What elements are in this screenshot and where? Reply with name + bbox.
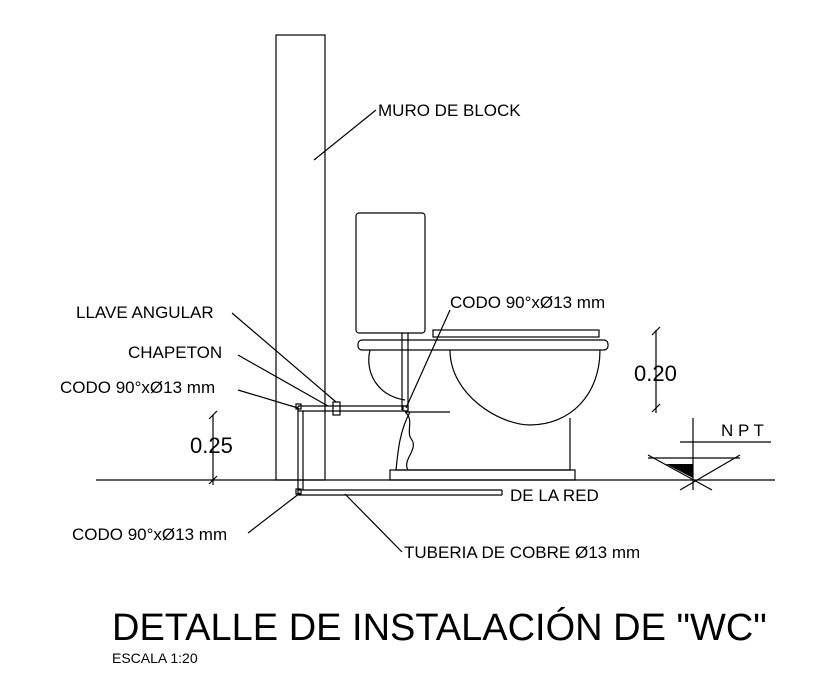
npt-marker-fill (666, 464, 693, 478)
toilet-base (389, 469, 576, 481)
toilet-tank (355, 212, 426, 334)
valve-label: LLAVE ANGULAR (76, 303, 214, 322)
toilet-bowl (449, 349, 601, 426)
pipe-leader (344, 493, 403, 553)
wall-leader (313, 109, 377, 161)
npt-label: N P T (721, 421, 764, 440)
toilet-trap (404, 411, 414, 471)
pipe-label: TUBERIA DE COBRE Ø13 mm (404, 543, 640, 562)
dim-020-label: 0.20 (634, 361, 677, 386)
wall-label: MURO DE BLOCK (378, 101, 521, 120)
elbow-top-leader (405, 309, 451, 409)
valve-leader (231, 312, 337, 403)
dim-020-tick-bottom (651, 403, 661, 413)
toilet-lid (432, 329, 600, 338)
elbow-bottom-label: CODO 90°xØ13 mm (72, 525, 227, 544)
escutcheon-leader (237, 354, 329, 407)
block-wall (275, 34, 326, 481)
angle-valve (332, 401, 341, 416)
escutcheon-label: CHAPETON (128, 343, 222, 362)
elbow-right-marker (402, 405, 409, 412)
dim-025-tick-bottom (208, 475, 218, 485)
elbow-top-marker (295, 403, 302, 410)
toilet-bowl-inner (368, 349, 406, 401)
elbow-left-leader (237, 389, 299, 409)
elbow-left-label: CODO 90°xØ13 mm (60, 378, 215, 397)
dim-025-label: 0.25 (190, 433, 233, 458)
network-label: DE LA RED (510, 486, 599, 505)
drawing-scale: ESCALA 1:20 (112, 650, 198, 666)
elbow-bottom-leader (247, 492, 301, 534)
toilet-pedestal (395, 411, 571, 471)
dim-020-tick-top (651, 326, 661, 336)
drawing-title: DETALLE DE INSTALACIÓN DE "WC" (112, 606, 767, 649)
npt-diag-a (647, 454, 713, 491)
dim-025-tick-top (208, 410, 218, 420)
toilet-seat (357, 339, 609, 351)
elbow-top-label: CODO 90°xØ13 mm (450, 293, 605, 312)
npt-diag-b (679, 454, 741, 491)
